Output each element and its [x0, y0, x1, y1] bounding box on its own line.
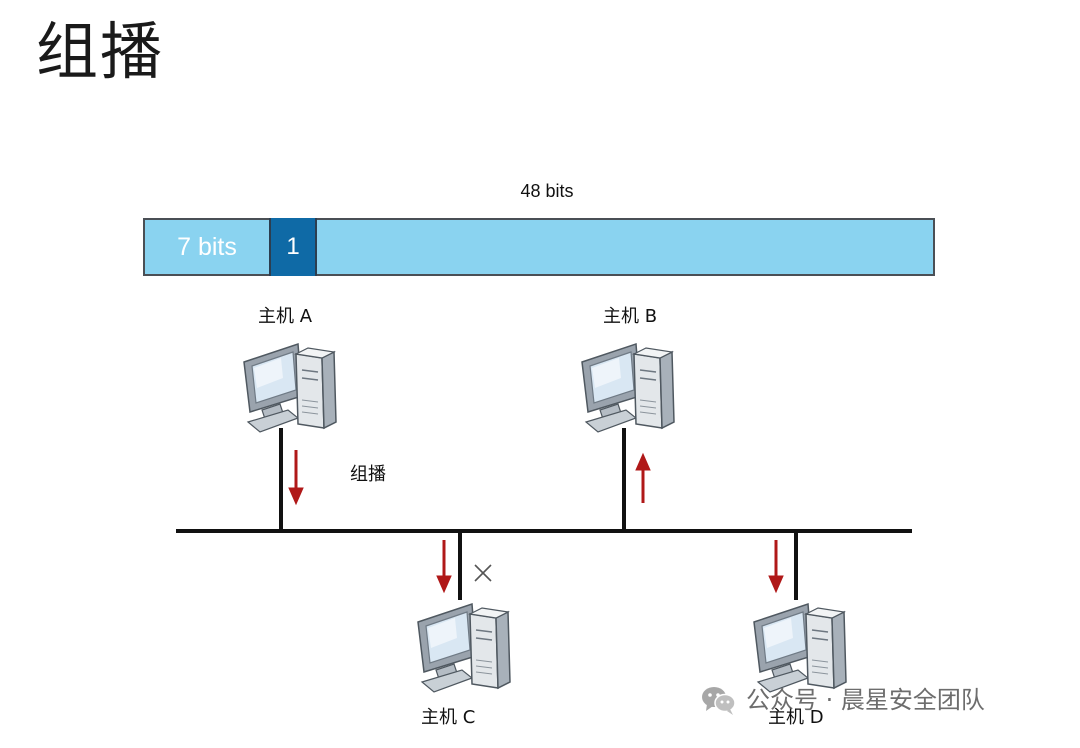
host-d-label: 主机 D — [768, 707, 824, 728]
page-title: 组播 — [36, 15, 165, 88]
host-c-computer-icon — [417, 603, 511, 693]
host-b-computer-icon — [581, 343, 675, 433]
discard-x-icon — [474, 564, 492, 582]
watermark-text: 公众号 · 晨星安全团队 — [746, 686, 985, 714]
wechat-icon — [702, 687, 736, 715]
frame-length-label: 48 bits — [520, 181, 574, 201]
host-b-up-arrow-icon — [635, 452, 651, 503]
host-d-down-arrow-icon — [768, 540, 784, 594]
seven-bits-segment: 7 bits — [177, 233, 237, 261]
host-c-label: 主机 C — [421, 707, 476, 728]
mac-address-bar: 7 bits 1 — [143, 218, 935, 276]
watermark: 公众号 · 晨星安全团队 — [700, 682, 985, 718]
host-c-down-arrow-icon — [436, 540, 452, 594]
host-a-computer-icon — [243, 343, 337, 433]
multicast-bit-segment: 1 — [269, 218, 317, 276]
host-d-computer-icon — [753, 603, 847, 693]
host-a-down-arrow-icon — [288, 450, 304, 506]
host-b-label: 主机 B — [603, 306, 658, 327]
multicast-annotation: 组播 — [350, 464, 386, 485]
host-a-label: 主机 A — [258, 306, 313, 327]
